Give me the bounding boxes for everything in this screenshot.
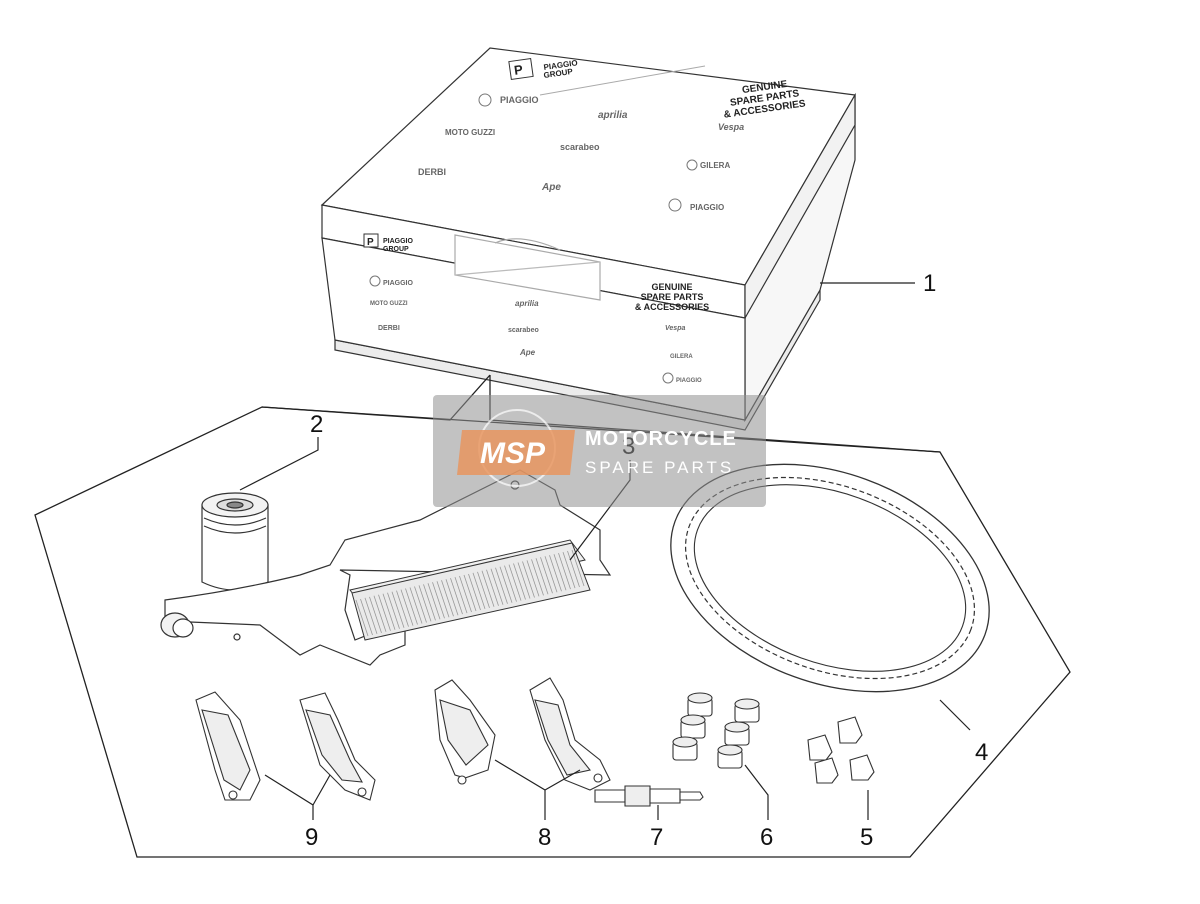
brand-logo: scarabeo <box>508 327 539 334</box>
brand-logo: PIAGGIO <box>676 378 702 384</box>
brand-logo: Ape <box>519 348 536 357</box>
box-top-logo-letter: P <box>513 62 524 78</box>
svg-text:& ACCESSORIES: & ACCESSORIES <box>635 302 709 312</box>
brand-logo: DERBI <box>378 325 400 332</box>
svg-text:GROUP: GROUP <box>383 246 409 253</box>
box-top-group-name-2: GROUP <box>543 67 574 80</box>
callout-9: 9 <box>305 824 318 851</box>
msp-logo-badge <box>457 430 575 475</box>
watermark-subtitle: SPARE PARTS <box>585 458 734 477</box>
callout-numbers: 1 2 3 4 5 6 7 8 9 <box>305 270 988 851</box>
kit-box <box>320 47 856 431</box>
box-top-brand-logos: PIAGGIO aprilia Vespa MOTO GUZZI scarabe… <box>418 93 744 212</box>
callout-1: 1 <box>923 270 936 297</box>
brand-logo: Ape <box>541 182 561 193</box>
svg-text:P: P <box>367 237 374 248</box>
variator-sliders <box>807 716 875 784</box>
spark-plug <box>594 785 704 807</box>
drive-belt <box>670 463 990 693</box>
brand-logo: GILERA <box>670 354 693 360</box>
callout-2: 2 <box>310 411 323 438</box>
callout-7: 7 <box>650 824 663 851</box>
brand-logo: MOTO GUZZI <box>445 128 495 137</box>
oil-filter <box>201 492 269 591</box>
box-front-brand-logos: PIAGGIO aprilia Vespa MOTO GUZZI scarabe… <box>369 275 702 384</box>
brand-logo: PIAGGIO <box>690 203 724 212</box>
brake-pads-front <box>434 677 611 791</box>
svg-text:PIAGGIO: PIAGGIO <box>383 238 414 245</box>
callout-6: 6 <box>760 824 773 851</box>
svg-text:SPARE PARTS: SPARE PARTS <box>641 292 704 302</box>
box-top-group-logo: P PIAGGIO GROUP <box>508 57 578 81</box>
variator-rollers <box>672 692 760 769</box>
watermark-title: MOTORCYCLE <box>585 428 737 450</box>
brand-logo: Vespa <box>718 122 744 132</box>
brand-logo: aprilia <box>515 299 539 308</box>
brand-logo: scarabeo <box>560 142 600 152</box>
brand-logo: PIAGGIO <box>500 95 539 105</box>
brand-logo: MOTO GUZZI <box>370 301 408 307</box>
watermark-logo: MSP <box>480 437 546 470</box>
callout-5: 5 <box>860 824 873 851</box>
brand-logo: GILERA <box>700 161 730 170</box>
callout-4: 4 <box>975 739 988 766</box>
brand-logo: DERBI <box>418 167 446 177</box>
box-front-group-logo: P PIAGGIO GROUP <box>363 233 414 253</box>
svg-text:GENUINE: GENUINE <box>651 282 692 292</box>
brand-logo: Vespa <box>665 325 685 332</box>
msp-watermark: MSP MOTORCYCLE SPARE PARTS <box>433 395 766 507</box>
brake-pads-rear <box>195 691 376 801</box>
box-front-genuine-text: GENUINE SPARE PARTS & ACCESSORIES <box>635 282 709 312</box>
callout-8: 8 <box>538 824 551 851</box>
brand-logo: aprilia <box>598 110 628 121</box>
brand-logo: PIAGGIO <box>383 280 414 287</box>
air-filter-element <box>349 539 591 641</box>
